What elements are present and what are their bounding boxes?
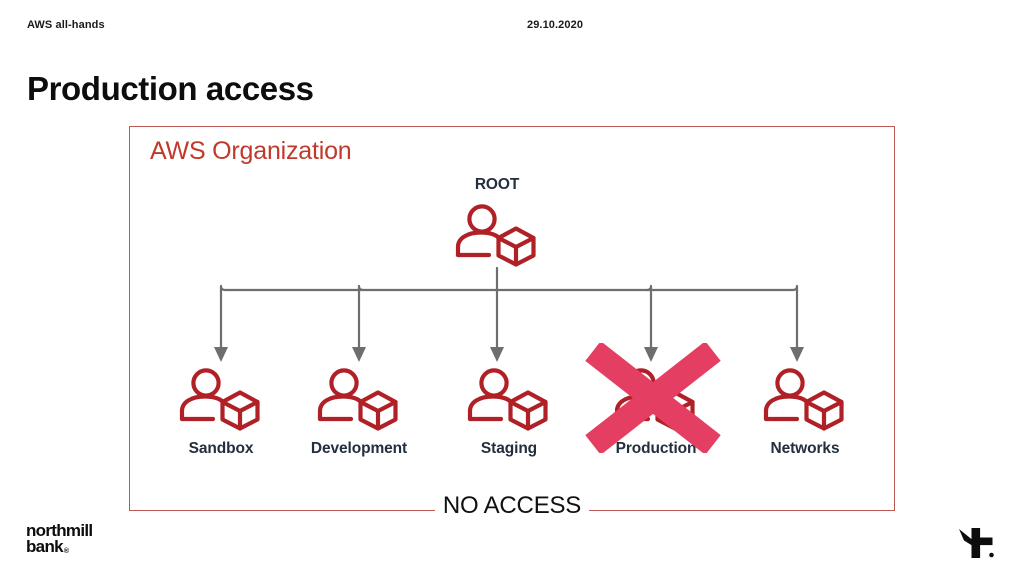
page-title: Production access xyxy=(27,70,314,107)
aws-account-icon xyxy=(455,204,536,267)
node-label: Networks xyxy=(770,440,840,457)
northmill-bank-logo: northmill bank® xyxy=(26,521,93,557)
node-label: Development xyxy=(310,440,408,457)
sandbox-icon-wrap xyxy=(151,360,291,438)
tree-node-root[interactable]: ROOT xyxy=(427,176,567,274)
aws-account-icon xyxy=(317,368,398,431)
header-left-label: AWS all-hands xyxy=(27,19,105,31)
logo-line-2-wrap: bank® xyxy=(26,537,92,557)
development-icon-wrap xyxy=(289,360,429,438)
northmill-symbol-icon xyxy=(959,528,994,558)
aws-account-icon xyxy=(763,368,844,431)
aws-account-icon xyxy=(179,368,260,431)
node-label: Production xyxy=(615,440,697,457)
root-icon-wrap xyxy=(427,196,567,274)
border-gap-mask xyxy=(435,502,589,512)
aws-organization-label: AWS Organization xyxy=(150,137,352,165)
logo-line-1: northmill xyxy=(26,521,93,540)
tree-node-development[interactable]: Development xyxy=(289,360,429,458)
staging-icon-wrap xyxy=(439,360,579,438)
registered-mark: ® xyxy=(63,548,69,556)
node-label: Sandbox xyxy=(188,440,254,457)
networks-icon-wrap xyxy=(735,360,875,438)
no-access-annotation: NO ACCESS xyxy=(442,492,582,519)
root-label: ROOT xyxy=(474,176,520,193)
tree-node-sandbox[interactable]: Sandbox xyxy=(151,360,291,458)
tree-node-networks[interactable]: Networks xyxy=(735,360,875,458)
node-label: Staging xyxy=(480,440,538,457)
aws-account-icon xyxy=(467,368,548,431)
blocked-cross-icon xyxy=(585,343,721,453)
tree-node-staging[interactable]: Staging xyxy=(439,360,579,458)
logo-line-2: bank xyxy=(26,537,64,557)
header-date: 29.10.2020 xyxy=(527,19,584,31)
